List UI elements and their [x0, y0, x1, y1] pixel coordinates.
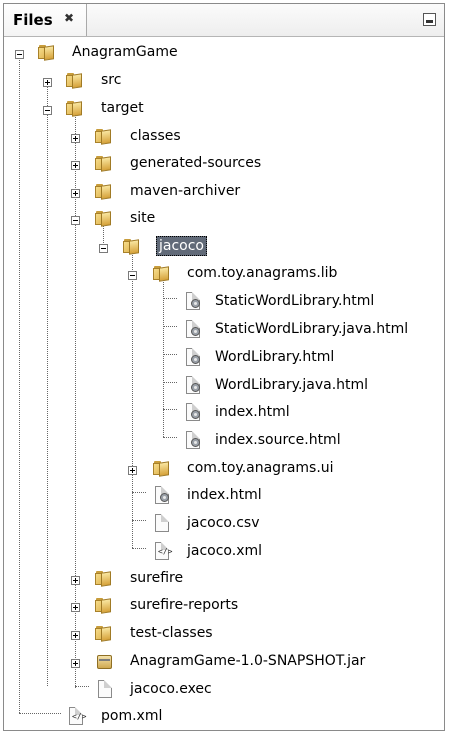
- folder-icon: [153, 459, 171, 477]
- tree-node-label: jacoco.exec: [130, 681, 212, 697]
- collapse-icon[interactable]: [43, 106, 52, 115]
- tree-node-ui-package[interactable]: com.toy.anagrams.ui: [0, 456, 400, 480]
- tree-node-label: index.html: [187, 487, 262, 503]
- folder-icon: [95, 182, 113, 200]
- html-file-icon: [155, 486, 169, 504]
- folder-icon: [95, 127, 113, 145]
- expand-icon[interactable]: [71, 659, 80, 668]
- tree-node-label: com.toy.anagrams.ui: [187, 460, 334, 476]
- collapse-icon[interactable]: [15, 50, 24, 59]
- folder-icon: [95, 569, 113, 587]
- html-file-icon: [186, 292, 200, 310]
- xml-file-icon: </>: [69, 707, 86, 725]
- tree-node-label: generated-sources: [130, 155, 262, 171]
- tree-node-label: target: [101, 100, 144, 116]
- tab-files[interactable]: Files ✖: [4, 4, 87, 36]
- expand-icon[interactable]: [71, 631, 80, 640]
- tree-node-target[interactable]: target: [0, 96, 250, 120]
- tree-node-label: index.source.html: [215, 432, 341, 448]
- collapse-icon[interactable]: [128, 271, 137, 280]
- project-folder-icon: [38, 43, 56, 61]
- text-file-icon: [155, 514, 169, 532]
- tree-node-label: jacoco.csv: [187, 515, 260, 531]
- tree-node-label: surefire-reports: [130, 597, 239, 613]
- tree-node-label: src: [101, 72, 122, 88]
- tree-node-label-selected: jacoco: [156, 236, 207, 256]
- tree-node-label: site: [130, 210, 156, 226]
- xml-file-icon: </>: [155, 542, 172, 560]
- tree-node-file[interactable]: StaticWordLibrary.html: [0, 289, 440, 313]
- folder-icon: [95, 154, 113, 172]
- tree-node-file[interactable]: index.html: [0, 400, 440, 424]
- jar-file-icon: [96, 652, 114, 670]
- tree-node-file[interactable]: </> jacoco.xml: [0, 539, 400, 563]
- tree-node-lib-package[interactable]: com.toy.anagrams.lib: [0, 261, 400, 285]
- close-icon[interactable]: ✖: [64, 11, 75, 25]
- tree-node-label: StaticWordLibrary.java.html: [215, 321, 409, 337]
- html-file-icon: [186, 376, 200, 394]
- tree-node-label: AnagramGame: [72, 44, 178, 60]
- folder-icon: [123, 237, 141, 255]
- collapse-icon[interactable]: [99, 244, 108, 253]
- tree-node-surefire[interactable]: surefire: [0, 566, 300, 590]
- tree-node-src[interactable]: src: [0, 68, 250, 92]
- tree-node-classes[interactable]: classes: [0, 124, 300, 148]
- tree-node-file[interactable]: index.html: [0, 483, 400, 507]
- folder-icon: [66, 99, 84, 117]
- collapse-icon[interactable]: [71, 216, 80, 225]
- folder-icon: [95, 596, 113, 614]
- tree-node-label: classes: [130, 128, 181, 144]
- tree-node-file[interactable]: jacoco.exec: [0, 677, 300, 701]
- tree-node-anagramgame[interactable]: AnagramGame: [0, 40, 250, 64]
- tree-node-jar[interactable]: AnagramGame-1.0-SNAPSHOT.jar: [0, 649, 420, 673]
- files-tab-label: Files: [13, 11, 53, 29]
- tree-node-site[interactable]: site: [0, 206, 300, 230]
- folder-icon: [95, 209, 113, 227]
- html-file-icon: [186, 320, 200, 338]
- tree-node-label: WordLibrary.html: [215, 349, 335, 365]
- tree-node-surefire-reports[interactable]: surefire-reports: [0, 593, 300, 617]
- expand-icon[interactable]: [71, 189, 80, 198]
- tree-node-label: AnagramGame-1.0-SNAPSHOT.jar: [130, 653, 366, 669]
- tree-node-file[interactable]: index.source.html: [0, 428, 440, 452]
- tree-node-jacoco[interactable]: jacoco: [0, 234, 300, 258]
- tree-node-file[interactable]: StaticWordLibrary.java.html: [0, 317, 440, 341]
- expand-icon[interactable]: [43, 78, 52, 87]
- expand-icon[interactable]: [71, 134, 80, 143]
- tree-node-label: maven-archiver: [130, 183, 241, 199]
- tree-node-maven-archiver[interactable]: maven-archiver: [0, 179, 300, 203]
- tree-node-label: surefire: [130, 570, 184, 586]
- text-file-icon: [98, 680, 112, 698]
- expand-icon[interactable]: [71, 576, 80, 585]
- tree-node-label: com.toy.anagrams.lib: [187, 265, 338, 281]
- tree-node-label: jacoco.xml: [187, 543, 263, 559]
- html-file-icon: [186, 431, 200, 449]
- tree-node-test-classes[interactable]: test-classes: [0, 621, 300, 645]
- tree-node-label: WordLibrary.java.html: [215, 377, 369, 393]
- expand-icon[interactable]: [71, 603, 80, 612]
- tree-node-label: index.html: [215, 404, 290, 420]
- tree-node-file[interactable]: WordLibrary.html: [0, 345, 440, 369]
- tree-node-label: pom.xml: [101, 708, 163, 724]
- tree-node-label: test-classes: [130, 625, 213, 641]
- panel-header: Files ✖: [4, 4, 444, 37]
- folder-icon: [66, 71, 84, 89]
- minimize-button[interactable]: [423, 13, 436, 26]
- html-file-icon: [186, 403, 200, 421]
- folder-icon: [95, 624, 113, 642]
- folder-icon: [153, 264, 171, 282]
- tree-node-label: StaticWordLibrary.html: [215, 293, 375, 309]
- tree-node-pom[interactable]: </> pom.xml: [0, 704, 250, 728]
- expand-icon[interactable]: [128, 466, 137, 475]
- tree-node-generated-sources[interactable]: generated-sources: [0, 151, 300, 175]
- html-file-icon: [186, 348, 200, 366]
- tree-node-file[interactable]: WordLibrary.java.html: [0, 373, 440, 397]
- tree-node-file[interactable]: jacoco.csv: [0, 511, 400, 535]
- expand-icon[interactable]: [71, 161, 80, 170]
